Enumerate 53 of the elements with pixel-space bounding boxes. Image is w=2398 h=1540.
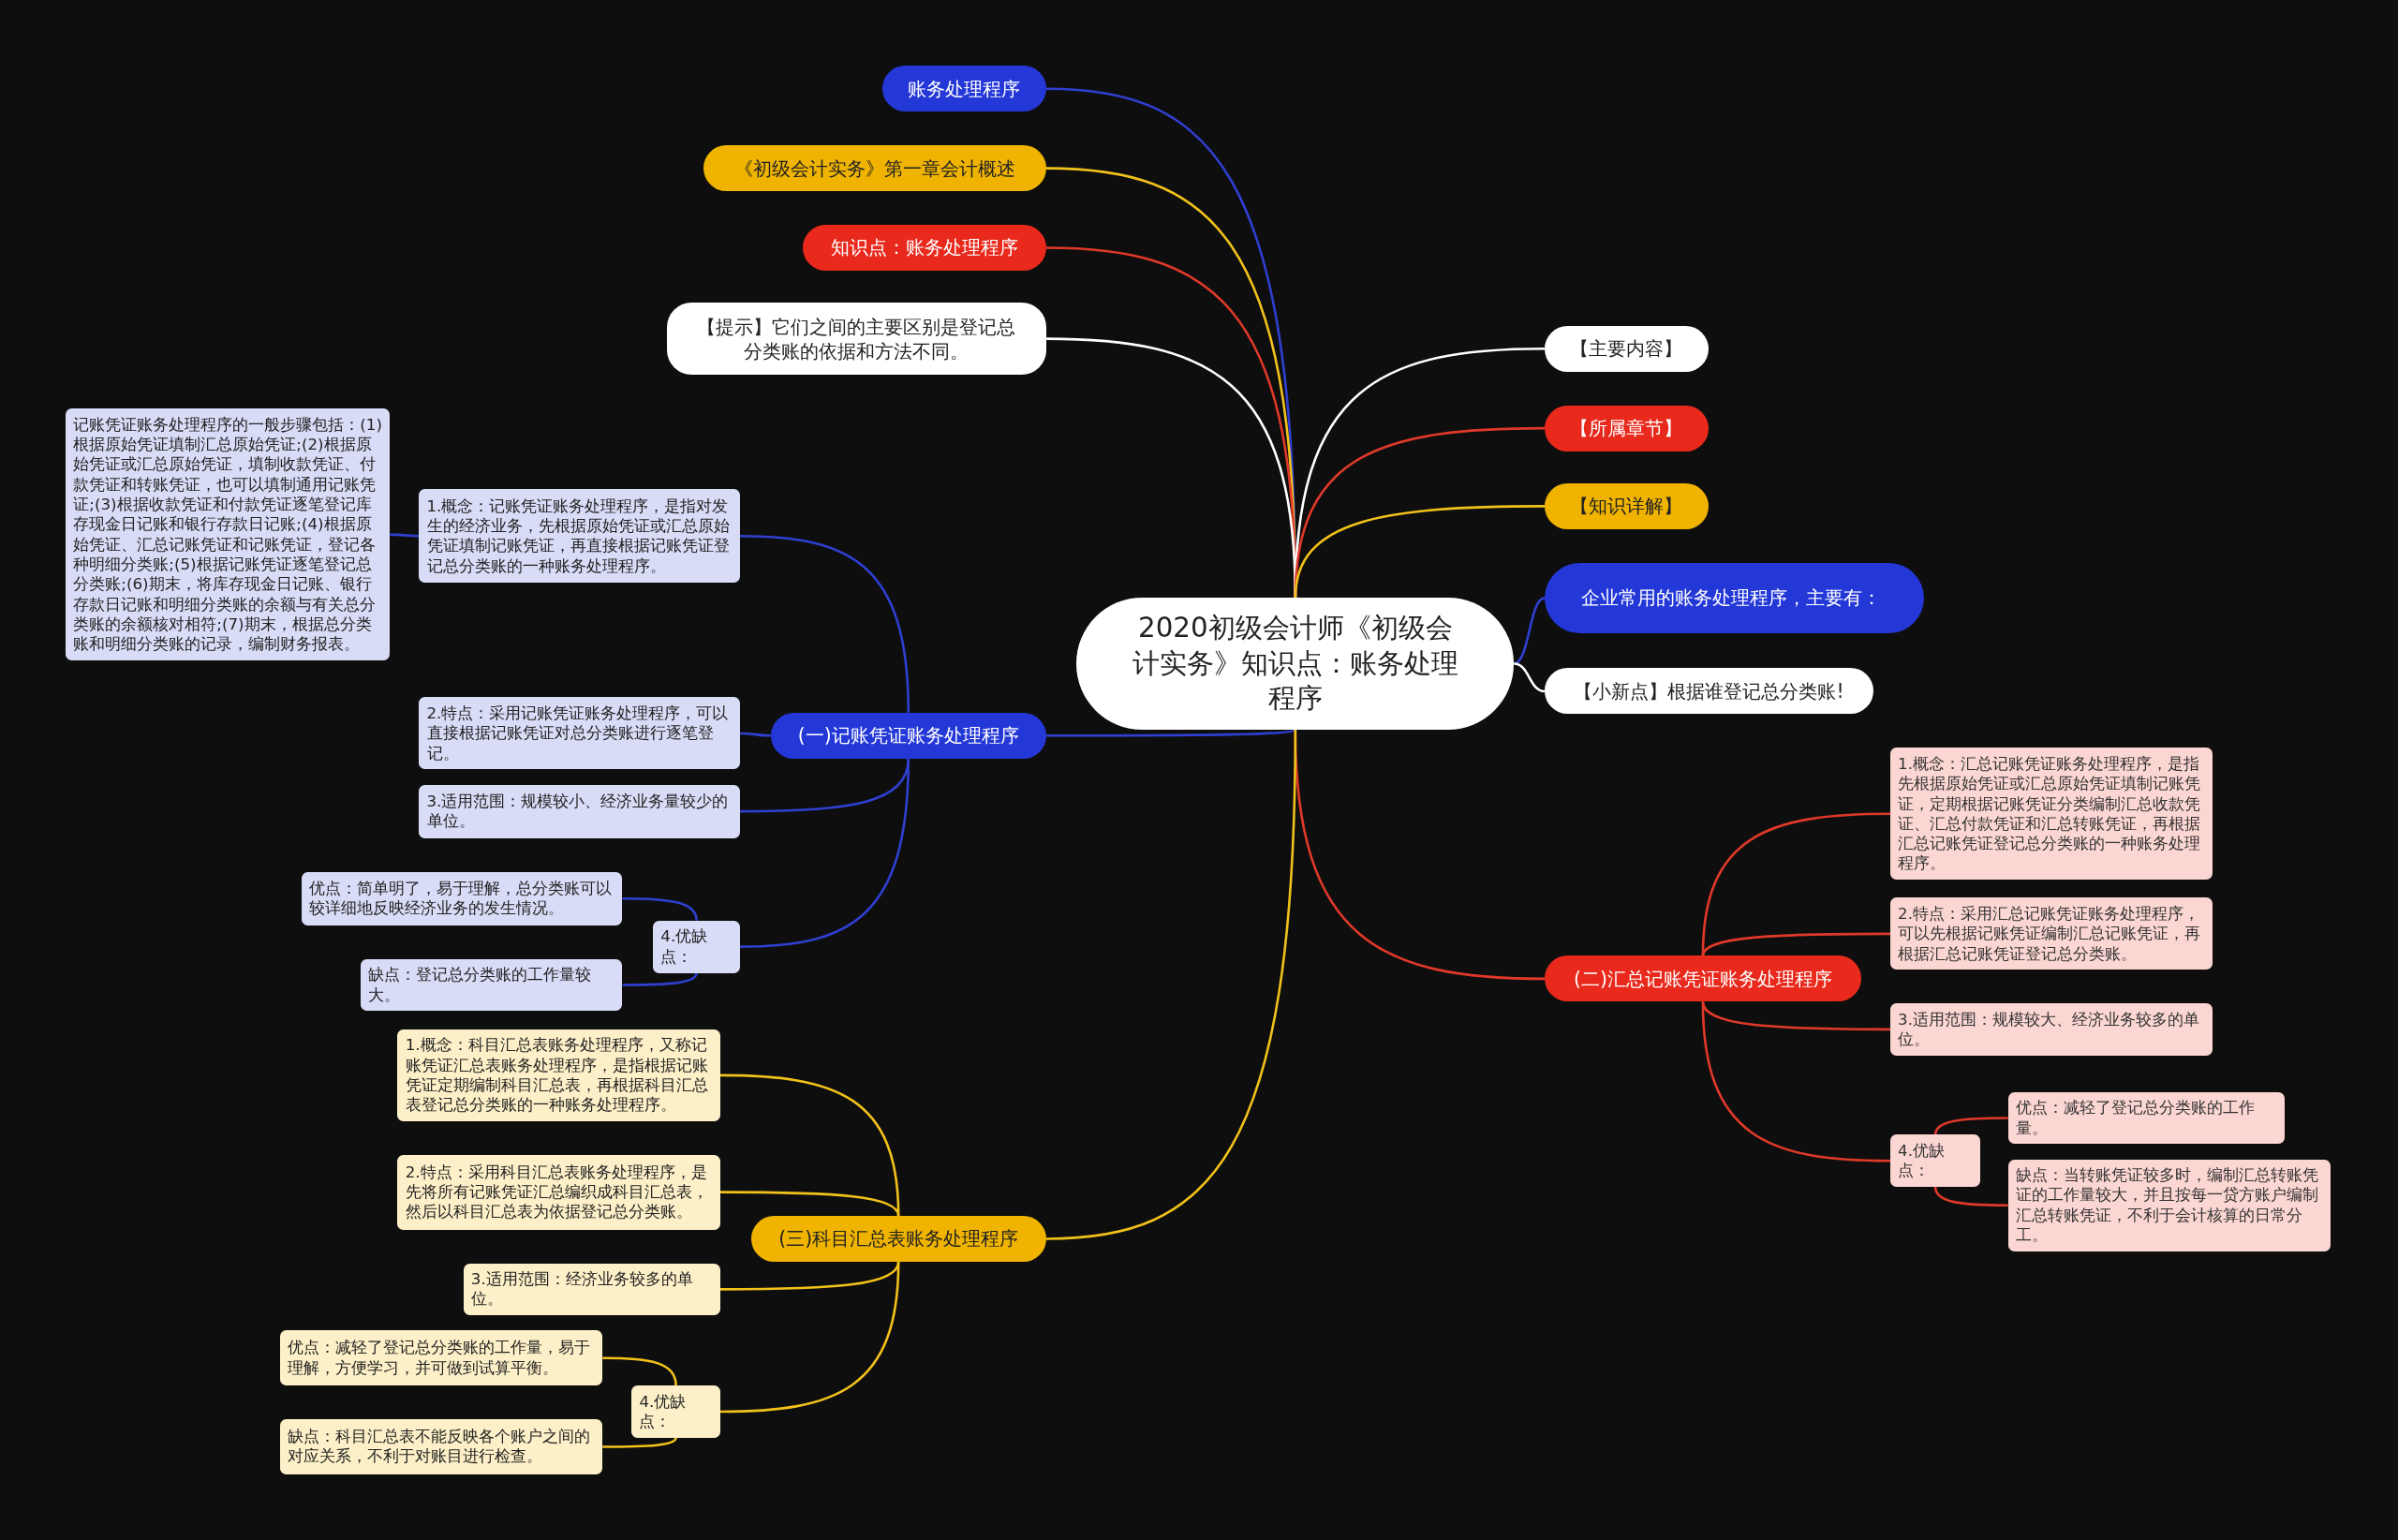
connector-line	[1701, 1001, 1890, 1031]
connector-line	[1045, 337, 1297, 599]
note-card: 3.适用范围：规模较大、经济业务较多的单位。	[1889, 1003, 2213, 1056]
note-card: 缺点：登记总分类账的工作量较大。	[361, 958, 623, 1012]
connector-line	[1294, 505, 1545, 599]
note-card: 缺点：当转账凭证较多时，编制汇总转账凭证的工作量较大，并且按每一贷方账户编制汇总转账凭证，不利于会计核算的日常分工。	[2007, 1159, 2331, 1251]
connector-line	[622, 896, 698, 921]
note-card: 优点：减轻了登记总分类账的工作量。	[2007, 1091, 2286, 1145]
topic-pill: 账务处理程序	[882, 66, 1046, 112]
connector-line	[719, 1261, 900, 1414]
connector-line	[1514, 662, 1546, 693]
connector-line	[719, 1261, 900, 1291]
topic-pill: 【知识详解】	[1544, 482, 1709, 529]
note-card: 2.特点：采用记账凭证账务处理程序，可以直接根据记账凭证对总分类账进行逐笔登记。	[419, 697, 741, 770]
connector-line	[602, 1356, 677, 1386]
topic-pill: (二)汇总记账凭证账务处理程序	[1544, 955, 1861, 1002]
topic-pill: (一)记账凭证账务处理程序	[770, 712, 1046, 759]
note-card: 4.优缺点：	[1889, 1134, 1981, 1188]
topic-pill: 《初级会计实务》第一章会计概述	[703, 145, 1046, 192]
connector-line	[719, 1191, 900, 1217]
connector-line	[1045, 728, 1296, 737]
note-card: 优点：简单明了，易于理解，总分类账可以较详细地反映经济业务的发生情况。	[301, 871, 623, 925]
note-card: 1.概念：科目汇总表账务处理程序，又称记账凭证汇总表账务处理程序，是指根据记账凭证定期编制科目汇总表，再根据科目汇总表登记总分类账的一种账务处理程序。	[397, 1029, 720, 1122]
connector-line	[1701, 932, 1890, 956]
connector-line	[740, 534, 910, 713]
note-card: 1.概念：汇总记账凭证账务处理程序，是指先根据原始凭证或汇总原始凭证填制记账凭证，定期根据记账凭证分类编制汇总收款凭证、汇总付款凭证和汇总转账凭证，再根据汇总记账凭证登记总分类账的一种账务处理程序。	[1889, 748, 2213, 881]
topic-pill: 【所属章节】	[1544, 405, 1709, 452]
topic-pill: (三)科目汇总表账务处理程序	[750, 1215, 1046, 1262]
topic-pill: 【提示】它们之间的主要区别是登记总分类账的依据和方法不同。	[666, 303, 1046, 375]
connector-line	[740, 732, 771, 737]
note-card: 4.优缺点：	[653, 920, 741, 973]
connector-line	[1933, 1186, 2008, 1207]
note-card: 3.适用范围：经济业务较多的单位。	[463, 1263, 720, 1316]
note-card: 3.适用范围：规模较小、经济业务量较少的单位。	[419, 784, 741, 838]
connector-line	[602, 1437, 677, 1448]
connector-line	[1045, 729, 1297, 1240]
connector-line	[1933, 1117, 2008, 1135]
note-card: 记账凭证账务处理程序的一般步骤包括：(1)根据原始凭证填制汇总原始凭证;(2)根据原始凭证或汇总原始凭证，填制收款凭证、付款凭证和转账凭证，也可以填制通用记账凭证;(3)根据收款凭证和付款凭证逐笔登记库存现金日记账和银行存款日记账;(4)根据原始凭证、汇总记账凭证和记账凭证，登记各种明细分类账;(5)根据记账凭证逐笔登记总分类账;(6)期末，将库存现金日记账、银行存款日记账和明细分类账的余额与有关总分类账的余额核对相符;(7)期末，根据总分类账和明细分类账的记录，编制财务报表。	[66, 407, 391, 661]
connector-line	[740, 758, 910, 948]
note-card: 2.特点：采用汇总记账凭证账务处理程序，可以先根据记账凭证编制汇总记账凭证，再根据汇总记账凭证登记总分类账。	[1889, 897, 2213, 970]
connector-line	[390, 533, 420, 538]
note-card: 4.优缺点：	[631, 1385, 720, 1438]
note-card: 缺点：科目汇总表不能反映各个账户之间的对应关系，不利于对账目进行检查。	[279, 1419, 603, 1474]
topic-pill: 【小新点】根据谁登记总分类账!	[1544, 668, 1873, 715]
note-card: 优点：减轻了登记总分类账的工作量，易于理解，方便学习，并可做到试算平衡。	[279, 1330, 603, 1386]
central-topic: 2020初级会计师《初级会计实务》知识点：账务处理程序	[1076, 598, 1515, 730]
connector-line	[622, 972, 698, 986]
note-card: 1.概念：记账凭证账务处理程序，是指对发生的经济业务，先根据原始凭证或汇总原始凭证填制记账凭证，再直接根据记账凭证登记总分类账的一种账务处理程序。	[419, 489, 741, 583]
topic-pill: 企业常用的账务处理程序，主要有：	[1544, 562, 1924, 633]
topic-pill: 【主要内容】	[1544, 325, 1709, 372]
connector-line	[1701, 1001, 1890, 1162]
note-card: 2.特点：采用科目汇总表账务处理程序，是先将所有记账凭证汇总编织成科目汇总表，然后以科目汇总表为依据登记总分类账。	[397, 1154, 720, 1230]
topic-pill: 知识点：账务处理程序	[803, 225, 1046, 271]
